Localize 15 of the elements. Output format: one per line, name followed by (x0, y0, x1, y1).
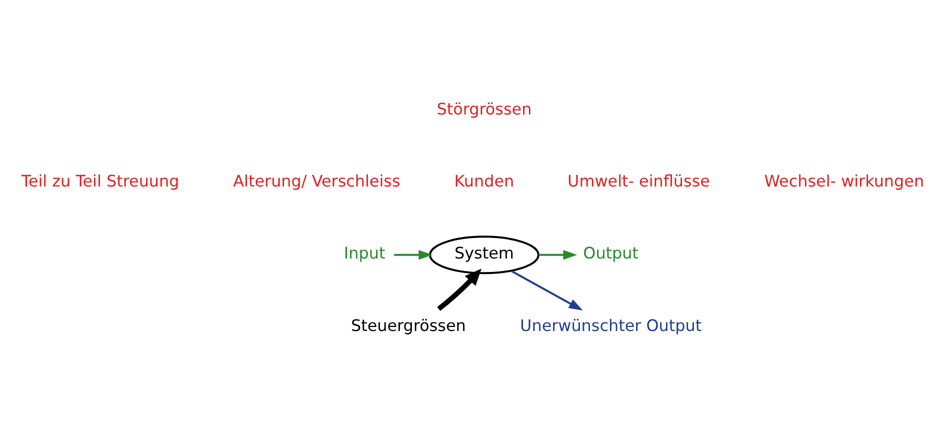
node-ellipse: System (428, 235, 540, 274)
label: Wechsel- wirkungen (764, 171, 924, 190)
node-text: Input (344, 243, 386, 262)
node-text: Output (583, 243, 639, 262)
arrow (437, 268, 482, 310)
node-text: Steuergrössen (350, 315, 466, 334)
label: Kunden (454, 171, 514, 190)
arrow (538, 250, 578, 260)
arrow (394, 250, 433, 260)
label: Teil zu Teil Streuung (21, 171, 180, 190)
label: Störgrössen (436, 99, 532, 118)
arrow (510, 270, 583, 310)
label: Umwelt- einflüsse (568, 171, 710, 190)
node-text: Unerwünschter Output (520, 315, 702, 334)
label: Alterung/ Verschleiss (233, 171, 400, 190)
